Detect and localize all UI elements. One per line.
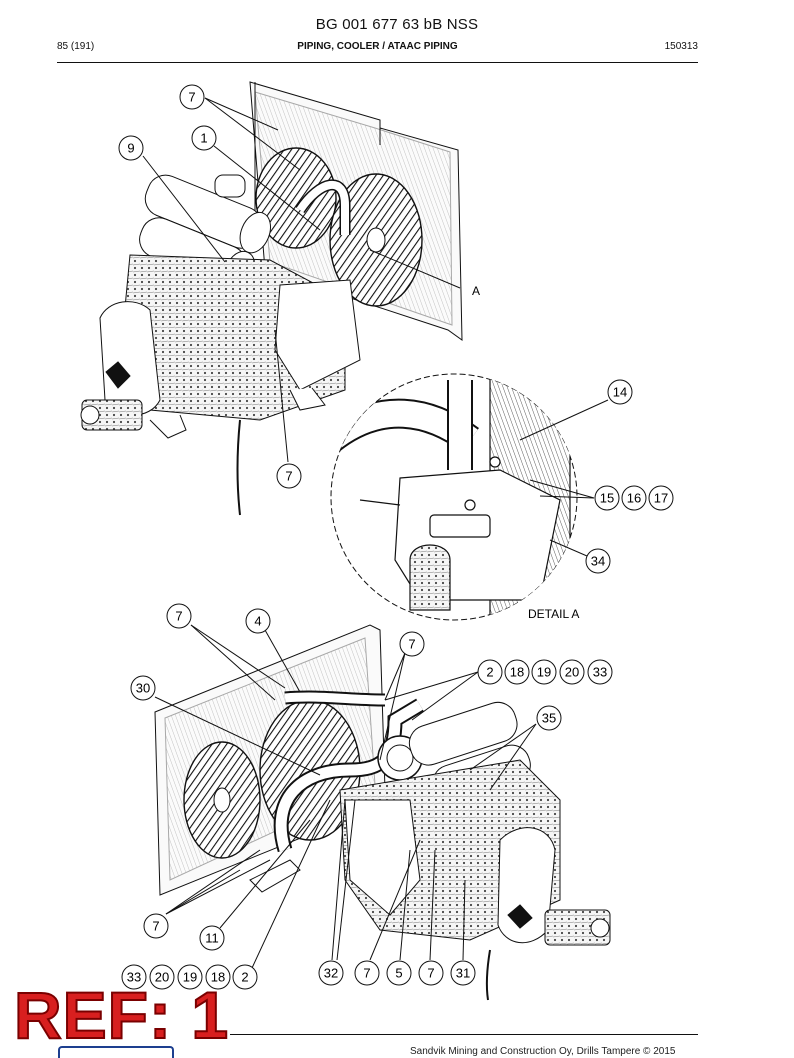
callout-label: 2 bbox=[241, 970, 248, 985]
callout-31: 31 bbox=[450, 960, 476, 986]
callout-label: 7 bbox=[408, 637, 415, 652]
callout-label: 33 bbox=[127, 970, 141, 985]
callout-9: 9 bbox=[118, 135, 144, 161]
callout-17: 17 bbox=[648, 485, 674, 511]
header-divider bbox=[57, 62, 698, 63]
callout-label: 14 bbox=[613, 385, 627, 400]
callout-20-top: 20 bbox=[559, 659, 585, 685]
callout-label: 7 bbox=[363, 966, 370, 981]
callout-11: 11 bbox=[199, 925, 225, 951]
callout-30: 30 bbox=[130, 675, 156, 701]
detail-a-label: DETAIL A bbox=[528, 607, 579, 621]
callout-label: 33 bbox=[593, 665, 607, 680]
callout-33-top: 33 bbox=[587, 659, 613, 685]
callout-7-lower-c: 7 bbox=[143, 913, 169, 939]
callout-label: 15 bbox=[600, 491, 614, 506]
callout-label: 9 bbox=[127, 141, 134, 156]
callout-15: 15 bbox=[594, 485, 620, 511]
callout-label: 2 bbox=[486, 665, 493, 680]
callout-label: 7 bbox=[188, 90, 195, 105]
callout-label: 32 bbox=[324, 966, 338, 981]
callout-19-bottom: 19 bbox=[177, 964, 203, 990]
callout-33-bottom: 33 bbox=[121, 964, 147, 990]
callout-2-bottom: 2 bbox=[232, 964, 258, 990]
callout-label: 31 bbox=[456, 966, 470, 981]
callout-7-upper: 7 bbox=[179, 84, 205, 110]
callout-label: 20 bbox=[565, 665, 579, 680]
callout-label: 11 bbox=[205, 931, 219, 946]
callout-14: 14 bbox=[607, 379, 633, 405]
callout-7-lower-d: 7 bbox=[354, 960, 380, 986]
callout-7-upper-lower: 7 bbox=[276, 463, 302, 489]
callout-bubbles: 7 9 1 A 7 14 15 16 17 34 DETAIL A 7 4 7 … bbox=[118, 84, 674, 990]
detail-a-view bbox=[330, 373, 609, 621]
callout-18-top: 18 bbox=[504, 659, 530, 685]
callout-label: 16 bbox=[627, 491, 641, 506]
callout-label: 17 bbox=[654, 491, 668, 506]
date-code: 150313 bbox=[664, 41, 698, 52]
detail-reference-label: A bbox=[472, 284, 480, 298]
callout-7-lower-a: 7 bbox=[166, 603, 192, 629]
callout-label: 19 bbox=[183, 970, 197, 985]
page-number: 85 (191) bbox=[57, 41, 95, 52]
callout-label: 35 bbox=[542, 711, 556, 726]
callout-32: 32 bbox=[318, 960, 344, 986]
callout-35: 35 bbox=[536, 705, 562, 731]
callout-label: 7 bbox=[175, 609, 182, 624]
callout-label: 4 bbox=[254, 614, 261, 629]
callout-label: 7 bbox=[285, 469, 292, 484]
callout-label: 1 bbox=[200, 131, 207, 146]
header-row: 85 (191) PIPING, COOLER / ATAAC PIPING 1… bbox=[57, 41, 698, 55]
callout-20-bottom: 20 bbox=[149, 964, 175, 990]
callout-4: 4 bbox=[245, 608, 271, 634]
callout-18-bottom: 18 bbox=[205, 964, 231, 990]
document-number: BG 001 677 63 bB NSS bbox=[315, 16, 479, 33]
callout-2-top: 2 bbox=[477, 659, 503, 685]
lower-leader-lines bbox=[154, 624, 537, 969]
callout-label: 34 bbox=[591, 554, 605, 569]
callout-label: 18 bbox=[211, 970, 225, 985]
callout-5: 5 bbox=[386, 960, 412, 986]
callout-label: 30 bbox=[136, 681, 150, 696]
callout-34: 34 bbox=[585, 548, 611, 574]
footer-divider bbox=[230, 1034, 698, 1035]
section-title: PIPING, COOLER / ATAAC PIPING bbox=[297, 41, 458, 52]
callout-1: 1 bbox=[191, 125, 217, 151]
upper-assembly-illustration bbox=[80, 81, 463, 516]
callout-label: 7 bbox=[427, 966, 434, 981]
callout-label: 19 bbox=[537, 665, 551, 680]
ref-stamp: REF: 1 bbox=[13, 978, 230, 1052]
sandvik-logo bbox=[58, 1046, 174, 1058]
callout-7-lower-e: 7 bbox=[418, 960, 444, 986]
callout-19-top: 19 bbox=[531, 659, 557, 685]
footer-copyright: Sandvik Mining and Construction Oy, Dril… bbox=[410, 1046, 676, 1057]
callout-label: 20 bbox=[155, 970, 169, 985]
upper-leader-lines bbox=[142, 97, 461, 463]
callout-label: 7 bbox=[152, 919, 159, 934]
callout-label: 5 bbox=[395, 966, 402, 981]
callout-16: 16 bbox=[621, 485, 647, 511]
callout-label: 18 bbox=[510, 665, 524, 680]
callout-7-lower-b: 7 bbox=[399, 631, 425, 657]
